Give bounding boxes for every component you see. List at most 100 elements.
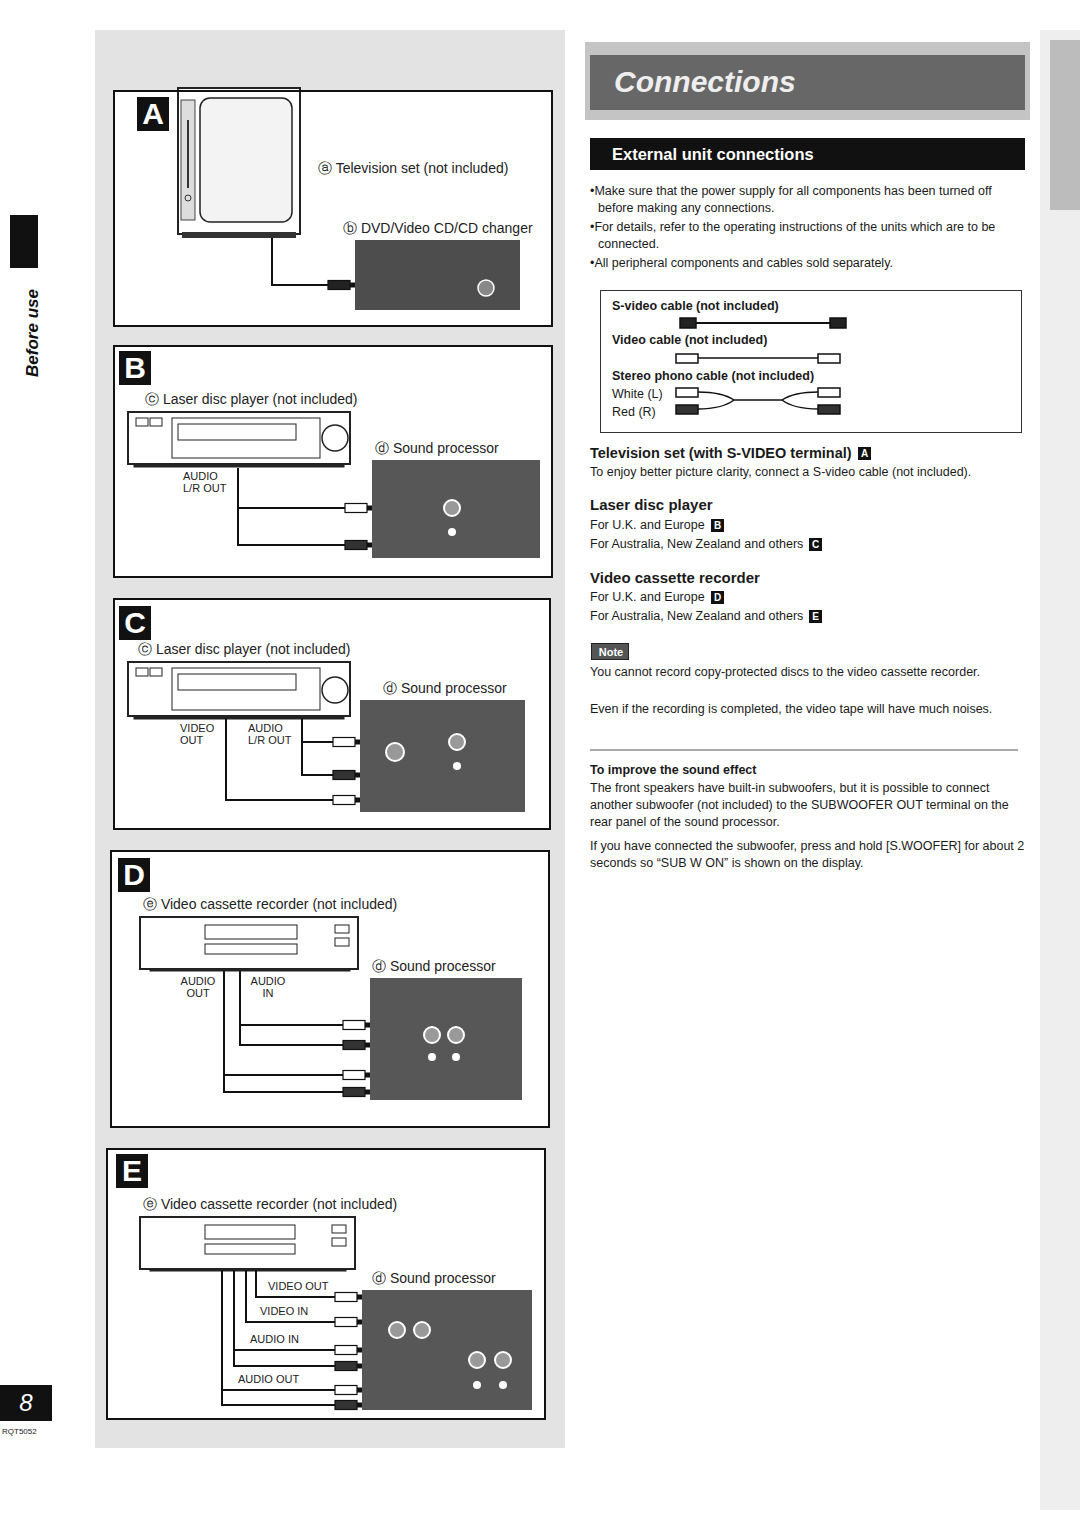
page-number: 8 bbox=[0, 1388, 52, 1418]
laser-disc-drawing-part bbox=[178, 674, 296, 690]
plug-tip bbox=[367, 506, 372, 511]
terminal-label: AUDIO OUT bbox=[238, 1373, 299, 1386]
sound-processor-drawing-part bbox=[414, 1322, 430, 1338]
subheading: Laser disc player bbox=[590, 495, 713, 514]
reference-letter: C bbox=[809, 538, 822, 551]
region-line: For U.K. and Europe bbox=[590, 589, 705, 605]
cable-plug bbox=[335, 1362, 357, 1371]
cable-line bbox=[222, 1270, 362, 1390]
cable-plug bbox=[328, 281, 350, 290]
plug-tip bbox=[357, 1348, 362, 1353]
sound-processor-drawing-part bbox=[473, 1381, 481, 1389]
panel-ground-part bbox=[110, 850, 550, 1128]
laser-disc-drawing-part bbox=[128, 412, 350, 464]
instruction-bullet: •For details, refer to the operating ins… bbox=[590, 219, 1025, 253]
terminal-label: AUDIO L/R OUT bbox=[183, 470, 229, 494]
cable-sample-part bbox=[676, 354, 698, 363]
cable-plug bbox=[345, 504, 367, 513]
reference-box: C bbox=[809, 538, 822, 551]
recorder-drawing bbox=[140, 917, 358, 1271]
terminal-label: VIDEO IN bbox=[260, 1305, 308, 1318]
television-drawing-part bbox=[185, 195, 191, 201]
laser-disc-drawing-part bbox=[178, 424, 296, 440]
device-label: ⓓ Sound processor bbox=[372, 958, 496, 974]
cable-sample-part bbox=[698, 357, 818, 359]
cable-connector bbox=[226, 718, 360, 805]
device-label: ⓑ DVD/Video CD/CD changer bbox=[343, 220, 533, 236]
region-line: For U.K. and Europe bbox=[590, 517, 705, 533]
instruction-bullet: •Make sure that the power supply for all… bbox=[590, 183, 1025, 217]
recorder-drawing-part bbox=[205, 1225, 295, 1239]
reference-box: B bbox=[711, 519, 724, 532]
plug-tip bbox=[355, 798, 360, 803]
cable-name: S-video cable (not included) bbox=[612, 299, 779, 314]
rule-line bbox=[590, 750, 1018, 751]
cable-line bbox=[224, 971, 370, 1092]
recorder-drawing-part bbox=[205, 925, 297, 939]
recorder-drawing-part bbox=[150, 969, 350, 971]
recorder-drawing-part bbox=[335, 925, 349, 933]
cable-line bbox=[224, 971, 370, 1075]
cable-plug bbox=[335, 1293, 357, 1302]
television-drawing-part bbox=[182, 232, 296, 238]
note-badge: Note bbox=[591, 643, 629, 660]
cable-name: Stereo phono cable (not included) bbox=[612, 369, 814, 384]
sound-processor-drawing-part bbox=[495, 1352, 511, 1368]
subheading: To improve the sound effect bbox=[590, 762, 756, 778]
sound-processor-drawing-part bbox=[370, 978, 522, 1100]
cable-line bbox=[302, 718, 360, 775]
disc-changer: ⓑ DVD/Video CD/CD changer bbox=[355, 240, 520, 310]
connection-panel: Cⓒ Laser disc player (not included)VIDEO… bbox=[113, 598, 551, 830]
note-text: Even if the recording is completed, the … bbox=[590, 701, 1022, 718]
cable-connector bbox=[238, 468, 372, 550]
device-label: ⓔ Video cassette recorder (not included) bbox=[143, 896, 397, 912]
cable-connector bbox=[302, 718, 360, 780]
panel-ground-part bbox=[106, 1148, 546, 1420]
connection-panel: Bⓒ Laser disc player (not included)AUDIO… bbox=[113, 345, 553, 578]
terminal-label: AUDIO IN bbox=[248, 975, 288, 999]
panel-letter: B bbox=[119, 351, 151, 385]
page-shading-part bbox=[1040, 30, 1080, 1510]
cable-line bbox=[272, 238, 355, 285]
plug-tip bbox=[365, 1043, 370, 1048]
sound-processor: ⓓ Sound processor bbox=[362, 1290, 532, 1410]
cable-line bbox=[240, 971, 370, 1045]
plug-tip bbox=[365, 1090, 370, 1095]
television-drawing-part bbox=[187, 120, 189, 188]
page-shading-part bbox=[10, 215, 38, 268]
body-text: If you have connected the subwoofer, pre… bbox=[590, 838, 1025, 872]
device-label: ⓓ Sound processor bbox=[383, 680, 507, 696]
cable-plug bbox=[333, 796, 355, 805]
sound-processor-drawing-part bbox=[499, 1381, 507, 1389]
recorder-drawing-part bbox=[332, 1238, 346, 1246]
instruction-bullet: •All peripheral components and cables so… bbox=[590, 255, 1025, 272]
body-text: To enjoy better picture clarity, connect… bbox=[590, 464, 1030, 481]
reference-box: A bbox=[858, 447, 871, 460]
cable-line bbox=[238, 468, 372, 545]
laser-disc-drawing-part bbox=[128, 662, 350, 716]
cable-plug bbox=[343, 1041, 365, 1050]
cable-sample-part bbox=[818, 405, 840, 414]
cable-plug bbox=[343, 1071, 365, 1080]
recorder-drawing-part bbox=[140, 917, 358, 969]
plug-tip bbox=[365, 1023, 370, 1028]
page-shading-part bbox=[585, 42, 1030, 120]
cable-plug bbox=[333, 738, 355, 747]
cable-sample-part bbox=[696, 322, 830, 324]
laser-disc-drawing-part bbox=[172, 668, 320, 710]
cable-sample-part bbox=[818, 354, 840, 363]
sound-processor-drawing-part bbox=[389, 1322, 405, 1338]
cable-line bbox=[238, 468, 372, 508]
subheading: Television set (with S-VIDEO terminal) bbox=[590, 444, 852, 462]
note-title: Note bbox=[592, 644, 630, 661]
panel-ground-part bbox=[113, 598, 551, 830]
cable-connector bbox=[302, 718, 360, 747]
cable-connector bbox=[222, 1270, 362, 1395]
cable-line bbox=[246, 1270, 362, 1322]
laser-disc-drawing-part bbox=[134, 716, 344, 719]
device-label: ⓒ Laser disc player (not included) bbox=[138, 641, 350, 657]
laser-disc-drawing-part bbox=[150, 668, 162, 676]
laser-disc-drawing-part bbox=[322, 677, 348, 703]
laser-disc-drawing bbox=[128, 412, 350, 719]
